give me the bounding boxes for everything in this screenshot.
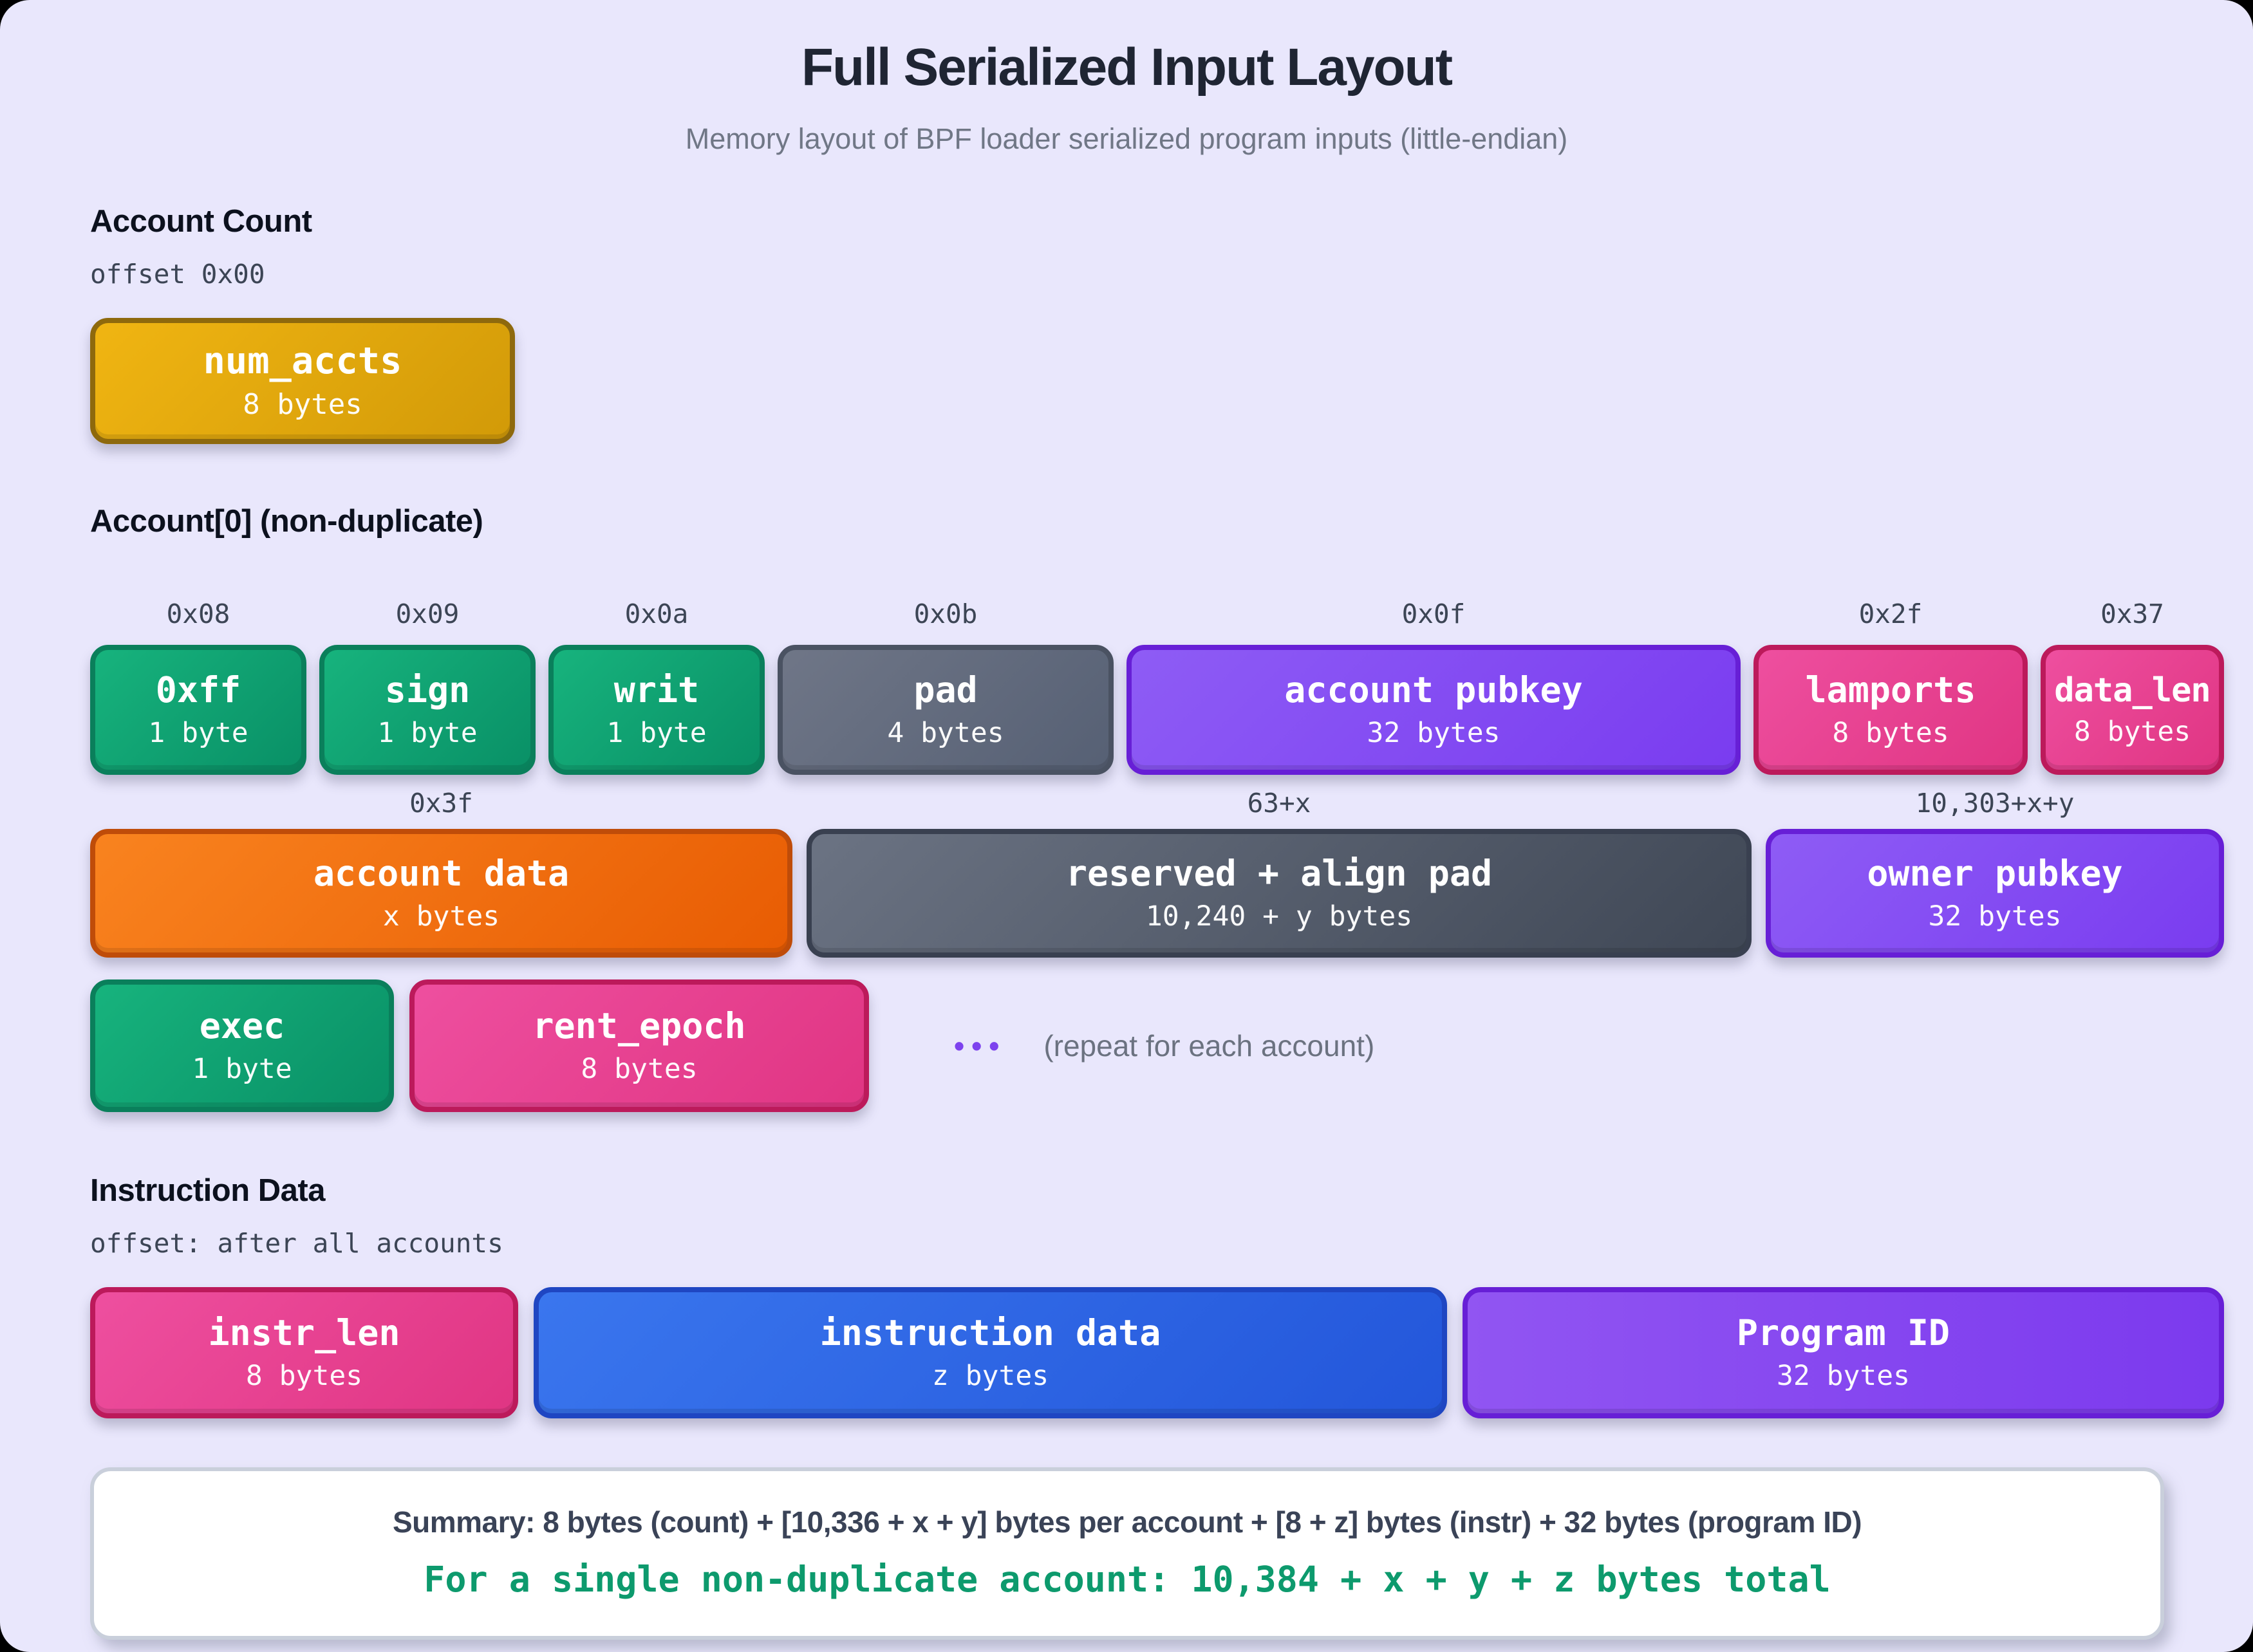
offset-label: 0x09 [395,599,460,629]
offset-label: 0x0b [913,599,978,629]
ellipsis-icon: ••• [954,1029,1007,1063]
field-label: account pubkey [1284,669,1583,711]
field-size: 1 byte [192,1052,292,1085]
field-label: instruction data [819,1312,1161,1354]
field-box-num-accts: num_accts 8 bytes [90,318,515,444]
field-size: 1 byte [606,716,707,749]
field-label: data_len [2054,671,2211,710]
field-box-0xff: 0xff 1 byte [90,645,306,775]
offset-label: 0x37 [2100,599,2164,629]
offset-note-account-count: offset 0x00 [90,259,265,290]
offset-label: 0x2f [1858,599,1923,629]
field-box-program-id: Program ID 32 bytes [1463,1287,2224,1418]
summary-panel: Summary: 8 bytes (count) + [10,336 + x +… [90,1467,2164,1640]
field-box-data-len: data_len 8 bytes [2041,645,2224,775]
offset-label: 10,303+x+y [1915,788,2075,819]
field-box-owner-pubkey: owner pubkey 32 bytes [1766,829,2224,958]
field-label: account data [313,853,570,895]
field-size: 8 bytes [1832,716,1949,749]
offset-label: 63+x [1247,788,1311,819]
field-box-lamports: lamports 8 bytes [1753,645,2028,775]
field-size: 32 bytes [1367,716,1500,749]
offset-label: 0x0f [1401,599,1466,629]
account-fields-row-1: 0xff 1 byte sign 1 byte writ 1 byte pad … [90,645,2224,775]
field-size: 10,240 + y bytes [1145,900,1413,933]
field-size: 32 bytes [1776,1359,1911,1392]
offset-row-2: 0x3f 63+x 10,303+x+y [90,788,2224,819]
offset-label: 0x3f [409,788,473,819]
field-box-exec: exec 1 byte [90,979,394,1112]
field-label: pad [913,669,978,711]
field-box-instruction-data: instruction data z bytes [534,1287,1447,1418]
section-heading-account0: Account[0] (non-duplicate) [90,504,483,539]
field-box-instr-len: instr_len 8 bytes [90,1287,518,1418]
diagram-content: Account Count offset 0x00 num_accts 8 by… [90,203,2224,1640]
field-box-sign: sign 1 byte [319,645,536,775]
section-heading-account-count: Account Count [90,204,312,239]
field-box-writ: writ 1 byte [548,645,765,775]
offset-row-1: 0x08 0x09 0x0a 0x0b 0x0f 0x2f 0x37 [90,599,2224,629]
offset-label: 0x0a [624,599,689,629]
field-label: num_accts [203,339,402,382]
offset-note-instruction: offset: after all accounts [90,1228,503,1259]
repeat-note: (repeat for each account) [1043,1029,1375,1063]
field-size: 8 bytes [2073,716,2191,748]
page-subtitle: Memory layout of BPF loader serialized p… [685,122,1568,155]
instruction-fields-row: instr_len 8 bytes instruction data z byt… [90,1287,2224,1418]
field-size: x bytes [382,900,500,933]
field-label: sign [384,669,471,711]
field-label: 0xff [155,669,241,711]
field-size: z bytes [931,1359,1049,1392]
field-label: rent_epoch [532,1005,746,1047]
field-box-account-pubkey: account pubkey 32 bytes [1126,645,1741,775]
field-box-pad: pad 4 bytes [778,645,1114,775]
offset-label: 0x08 [166,599,230,629]
field-label: owner pubkey [1867,853,2123,895]
field-box-account-data: account data x bytes [90,829,792,958]
page-title: Full Serialized Input Layout [801,38,1453,97]
field-label: Program ID [1736,1312,1950,1354]
field-size: 32 bytes [1928,900,2062,933]
field-size: 1 byte [148,716,248,749]
field-size: 4 bytes [887,716,1004,749]
field-box-rent-epoch: rent_epoch 8 bytes [409,979,869,1112]
account-fields-row-2: account data x bytes reserved + align pa… [90,829,2224,958]
field-size: 8 bytes [245,1359,363,1392]
field-box-reserved-align-pad: reserved + align pad 10,240 + y bytes [807,829,1752,958]
field-size: 1 byte [377,716,478,749]
summary-total: For a single non-duplicate account: 10,3… [424,1559,1831,1600]
account-fields-row-3: exec 1 byte rent_epoch 8 bytes ••• (repe… [90,979,2224,1112]
field-label: writ [613,669,700,711]
field-label: exec [199,1005,285,1047]
summary-formula: Summary: 8 bytes (count) + [10,336 + x +… [392,1505,1862,1539]
field-label: lamports [1805,669,1976,711]
field-label: instr_len [208,1312,400,1354]
section-heading-instruction-data: Instruction Data [90,1173,325,1208]
field-size: 8 bytes [243,388,362,422]
field-label: reserved + align pad [1065,853,1493,895]
field-size: 8 bytes [581,1052,698,1085]
